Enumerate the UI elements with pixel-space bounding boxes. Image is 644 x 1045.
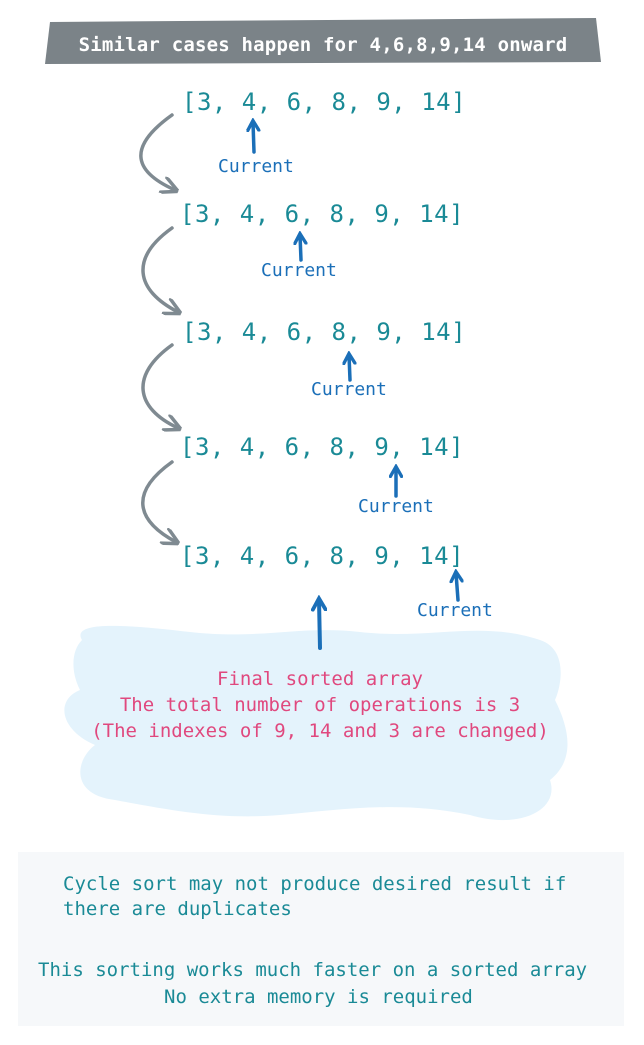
step-arrow-1 bbox=[139, 113, 175, 190]
step-arrow-3 bbox=[141, 343, 178, 428]
current-label-3: Current bbox=[311, 379, 387, 400]
final-array-arrow bbox=[319, 600, 320, 650]
step-arrow-2 bbox=[141, 226, 178, 312]
note-duplicates-line-2: there are duplicates bbox=[63, 898, 292, 920]
note-duplicates-line-1: Cycle sort may not produce desired resul… bbox=[63, 873, 567, 895]
pointer-arrow-5 bbox=[456, 573, 458, 602]
current-label-4: Current bbox=[358, 496, 434, 517]
notes-box bbox=[18, 852, 624, 1026]
pointer-arrow-1 bbox=[253, 122, 254, 154]
pointer-arrow-2 bbox=[300, 235, 301, 262]
result-cloud bbox=[64, 625, 568, 821]
note-sorted-array: This sorting works much faster on a sort… bbox=[38, 959, 588, 981]
title-banner bbox=[45, 18, 601, 64]
step-arrow-4 bbox=[141, 460, 176, 542]
cloud-line-2: The total number of operations is 3 bbox=[119, 694, 521, 716]
cloud-line-3: (The indexes of 9, 14 and 3 are changed) bbox=[91, 720, 549, 742]
current-label-2: Current bbox=[261, 260, 337, 281]
array-row-4: [3, 4, 6, 8, 9, 14] bbox=[180, 433, 465, 461]
current-label-5: Current bbox=[417, 600, 493, 621]
current-label-1: Current bbox=[218, 156, 294, 177]
banner-title: Similar cases happen for 4,6,8,9,14 onwa… bbox=[78, 34, 568, 56]
array-row-1: [3, 4, 6, 8, 9, 14] bbox=[182, 88, 467, 116]
array-row-3: [3, 4, 6, 8, 9, 14] bbox=[182, 318, 467, 346]
note-memory: No extra memory is required bbox=[164, 986, 473, 1008]
pointer-arrow-3 bbox=[349, 355, 350, 382]
array-row-5: [3, 4, 6, 8, 9, 14] bbox=[180, 542, 465, 570]
array-row-2: [3, 4, 6, 8, 9, 14] bbox=[180, 200, 465, 228]
cloud-line-1: Final sorted array bbox=[217, 668, 423, 690]
